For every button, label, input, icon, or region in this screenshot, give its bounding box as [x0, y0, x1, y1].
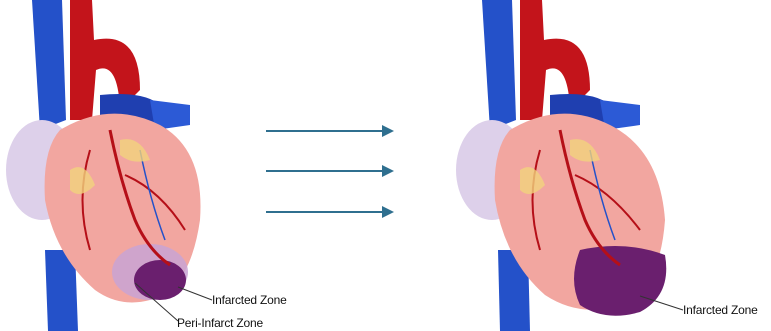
arrow-right-icon: [266, 125, 394, 137]
transition-arrows: [262, 116, 402, 226]
infarcted-zone: [574, 246, 666, 316]
infarcted-zone: [134, 260, 186, 300]
infarcted-zone-label: Infarcted Zone: [683, 303, 758, 317]
arrow-right-icon: [266, 206, 394, 218]
arrow-right-icon: [266, 165, 394, 177]
infarcted-zone-label: Infarcted Zone: [212, 293, 287, 307]
vena-cava: [32, 0, 66, 130]
heart-after-illustration: [440, 0, 771, 331]
vena-cava: [482, 0, 516, 130]
peri-infarct-zone-label: Peri-Infarct Zone: [177, 316, 263, 330]
